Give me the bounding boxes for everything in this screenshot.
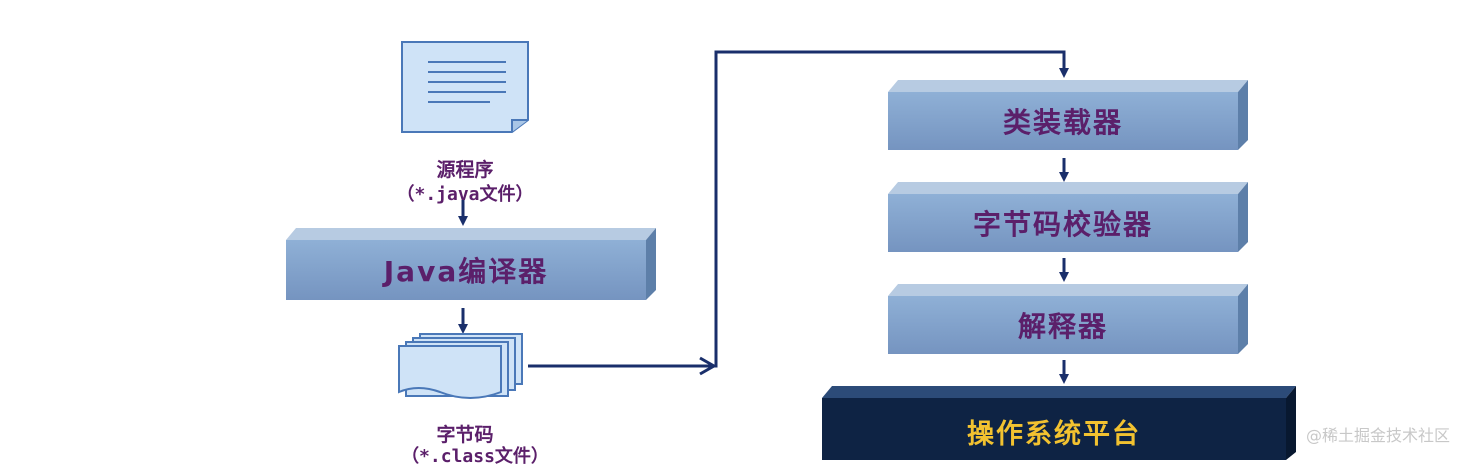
bytecode-title: 字节码: [436, 424, 494, 446]
interpreter-box: [888, 284, 1248, 354]
os-platform-label: 操作系统平台: [967, 418, 1141, 450]
interpreter-label: 解释器: [1017, 310, 1108, 343]
verifier-box: [888, 182, 1248, 252]
source-file-icon: [401, 41, 529, 133]
classloader-label: 类装载器: [1002, 106, 1123, 139]
arrow-bytecode-to-classloader: [528, 50, 1069, 368]
source-title: 源程序: [436, 159, 494, 181]
compiler-label: Java编译器: [383, 255, 549, 288]
verifier-label: 字节码校验器: [972, 208, 1153, 241]
bytecode-files-icon: [398, 333, 523, 399]
compiler-box: [286, 228, 656, 300]
watermark-text: @稀土掘金技术社区: [1305, 426, 1450, 445]
bytecode-subtitle: （*.class文件）: [401, 446, 549, 467]
source-subtitle: （*.java文件）: [396, 184, 534, 205]
os-platform-box: [822, 386, 1296, 460]
classloader-box: [888, 80, 1248, 150]
